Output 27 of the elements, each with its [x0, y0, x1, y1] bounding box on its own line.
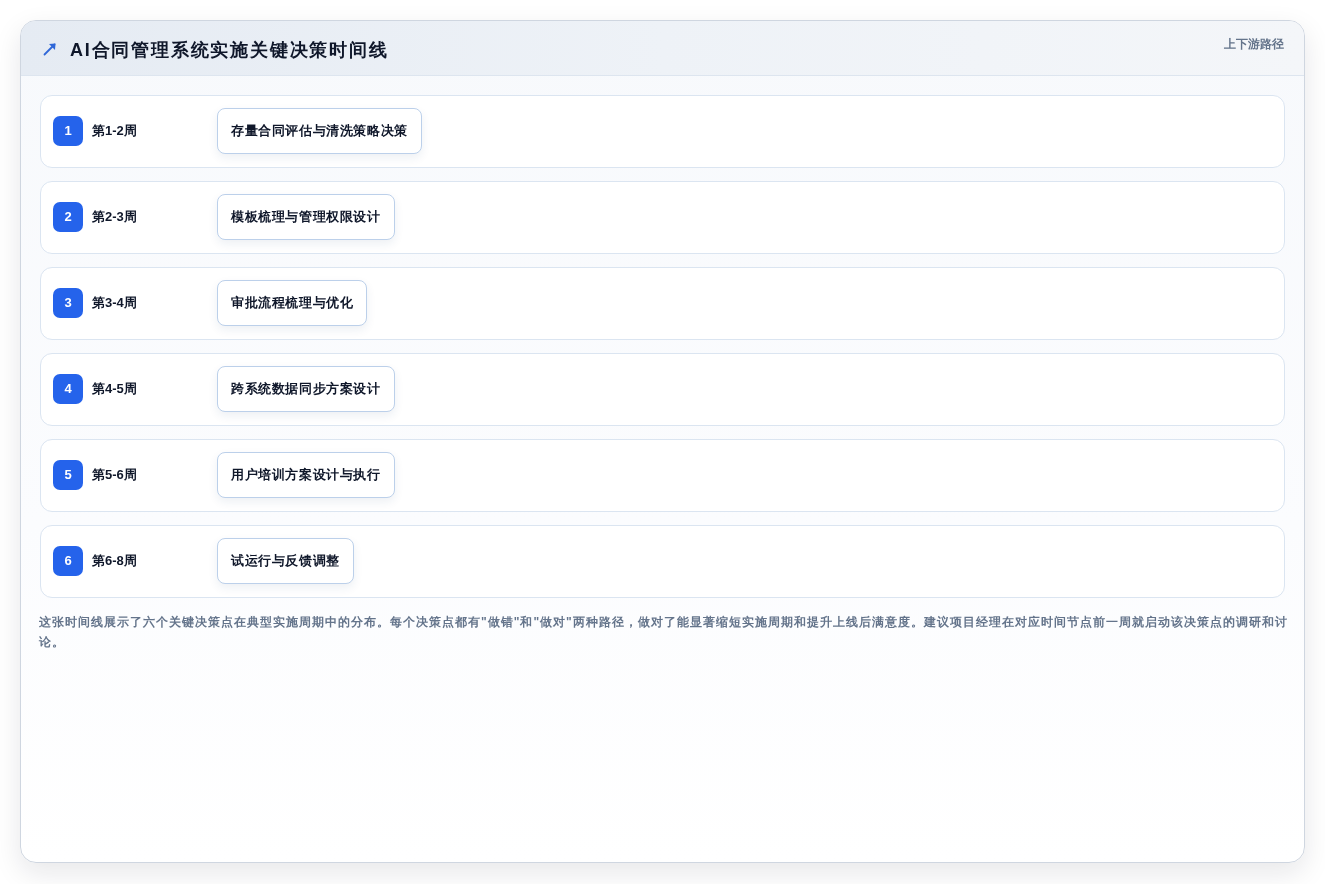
- step-number-badge: 5: [53, 460, 83, 490]
- timeline-row: [40, 525, 1285, 598]
- week-label: 第1-2周: [92, 122, 137, 140]
- timeline-row: [40, 95, 1285, 168]
- decision-box: 模板梳理与管理权限设计: [217, 194, 395, 240]
- step-number-badge: 4: [53, 374, 83, 404]
- timeline-row: [40, 353, 1285, 426]
- timeline-row: [40, 439, 1285, 512]
- timeline-row: [40, 267, 1285, 340]
- week-label: 第5-6周: [92, 466, 137, 484]
- week-label: 第2-3周: [92, 208, 137, 226]
- caption: 这张时间线展示了六个关键决策点在典型实施周期中的分布。每个决策点都有"做错"和"做对"两种路径，做对了能显著缩短实施周期和提升上线后满意度。建议项目经理在对应时间节点前一周就启动该决策点的调研和讨论。: [39, 614, 1289, 651]
- week-label: 第4-5周: [92, 380, 137, 398]
- step-number-badge: 2: [53, 202, 83, 232]
- title: AI合同管理系统实施关键决策时间线: [70, 39, 389, 62]
- step-number-badge: 6: [53, 546, 83, 576]
- week-label: 第6-8周: [92, 552, 137, 570]
- week-label: 第3-4周: [92, 294, 137, 312]
- decision-box: 跨系统数据同步方案设计: [217, 366, 395, 412]
- decision-box: 试运行与反馈调整: [217, 538, 354, 584]
- decision-box: 用户培训方案设计与执行: [217, 452, 395, 498]
- timeline-row: [40, 181, 1285, 254]
- step-number-badge: 1: [53, 116, 83, 146]
- decision-box: 审批流程梳理与优化: [217, 280, 368, 326]
- decision-box: 存量合同评估与清洗策略决策: [217, 108, 422, 154]
- step-number-badge: 3: [53, 288, 83, 318]
- header-label: 上下游路径: [1224, 36, 1284, 52]
